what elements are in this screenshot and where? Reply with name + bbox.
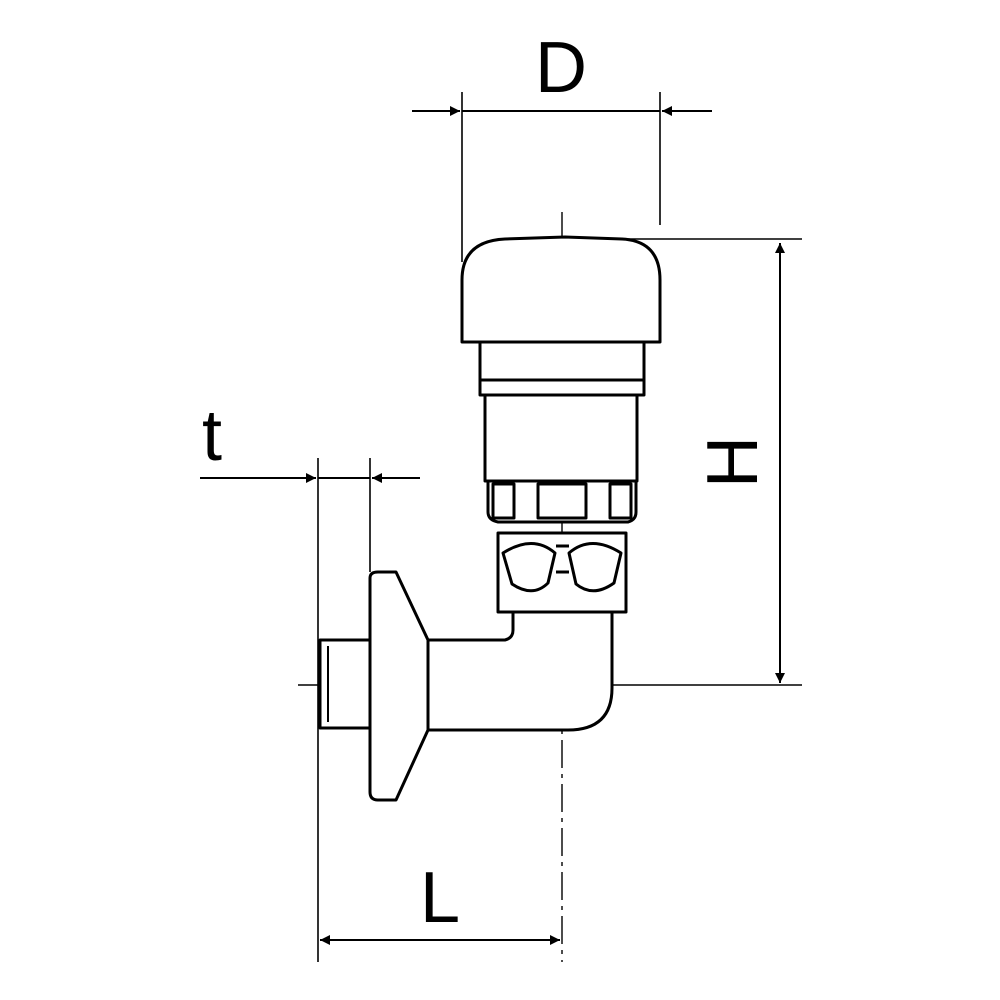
dimension-t: t <box>200 396 420 483</box>
dimension-l-label: L <box>420 858 460 938</box>
valve-stem-body <box>483 393 639 483</box>
valve-collar <box>478 340 646 397</box>
valve-body <box>318 235 662 802</box>
dimension-l: L <box>320 858 560 945</box>
dimension-d: D <box>412 28 712 116</box>
dimension-h: H <box>693 243 785 683</box>
elbow-pipe <box>426 610 614 732</box>
dimension-d-label: D <box>535 28 587 108</box>
upper-nut <box>486 479 638 524</box>
dimension-t-label: t <box>202 396 222 476</box>
extension-lines <box>317 92 802 962</box>
valve-cap <box>460 235 662 344</box>
dimension-h-label: H <box>693 436 773 488</box>
mounting-flange <box>368 570 430 802</box>
